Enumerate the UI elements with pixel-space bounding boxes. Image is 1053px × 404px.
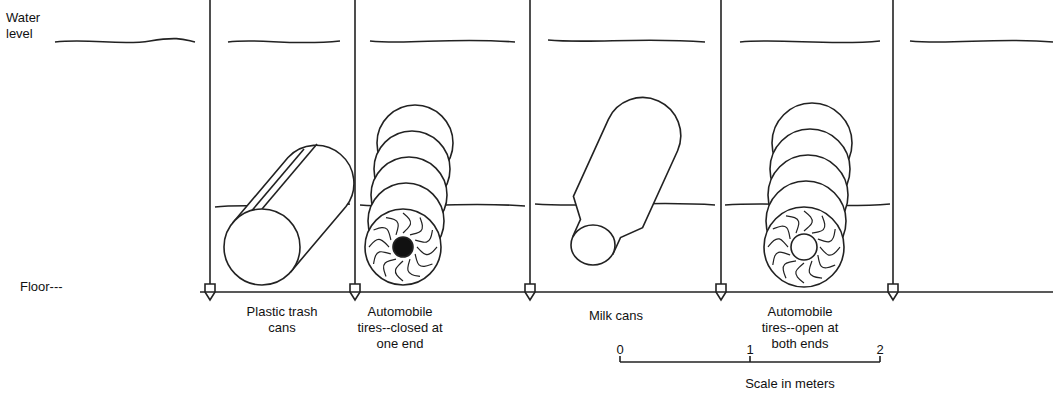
tread-stroke: [818, 255, 835, 268]
label-box: Milk cans: [571, 308, 661, 324]
tread-stroke: [386, 218, 398, 235]
tread-stroke: [773, 252, 790, 265]
tread-stroke: [410, 218, 422, 235]
object-label: Automobile tires--closed at one end: [354, 304, 446, 352]
tread-stroke: [369, 239, 389, 247]
tread-stroke: [773, 226, 790, 239]
tire-stack-closed: [365, 105, 453, 285]
scale-label: 0: [610, 342, 630, 358]
tread-stroke: [768, 239, 788, 247]
tread-stroke: [415, 254, 432, 266]
tire-stack-open: [764, 103, 852, 287]
tread-stroke: [415, 230, 432, 242]
tread-stroke: [417, 247, 437, 255]
tread-stroke: [809, 261, 822, 278]
tread-stroke: [395, 261, 403, 281]
scale-label: Scale in meters: [720, 376, 860, 392]
object-label: Milk cans: [571, 308, 661, 324]
label-box: Floor---: [20, 279, 100, 295]
label-box: Water level: [6, 10, 56, 42]
tread-stroke: [786, 216, 799, 233]
tread-stroke: [384, 259, 396, 276]
label-box: 1: [740, 342, 760, 358]
scale-label: 2: [870, 342, 890, 358]
plastic-trash-can: [224, 144, 354, 285]
object-label: Automobile tires--open at both ends: [753, 304, 847, 352]
axis-label: Floor---: [20, 279, 100, 295]
scale-label: 1: [740, 342, 760, 358]
floor-line: [200, 291, 1053, 293]
tread-stroke: [403, 213, 411, 233]
tread-stroke: [818, 229, 835, 242]
tread-stroke: [804, 211, 812, 231]
tread-stroke: [796, 263, 804, 283]
axis-label: Water level: [6, 10, 56, 42]
milk-can: [571, 98, 681, 265]
label-box: Plastic trash cans: [235, 304, 330, 336]
tread-stroke: [408, 259, 420, 276]
label-box: Automobile tires--open at both ends: [753, 304, 847, 352]
tread-stroke: [812, 216, 825, 233]
label-box: 2: [870, 342, 890, 358]
object-label: Plastic trash cans: [235, 304, 330, 336]
tread-stroke: [783, 261, 796, 278]
tire-tread: [369, 211, 840, 283]
water-surface: [55, 39, 1053, 43]
label-box: Automobile tires--closed at one end: [354, 304, 446, 352]
label-box: Scale in meters: [720, 376, 860, 392]
label-box: 0: [610, 342, 630, 358]
tread-stroke: [374, 252, 391, 264]
tread-stroke: [820, 247, 840, 255]
tread-stroke: [374, 228, 391, 240]
divider-posts: [205, 0, 898, 300]
